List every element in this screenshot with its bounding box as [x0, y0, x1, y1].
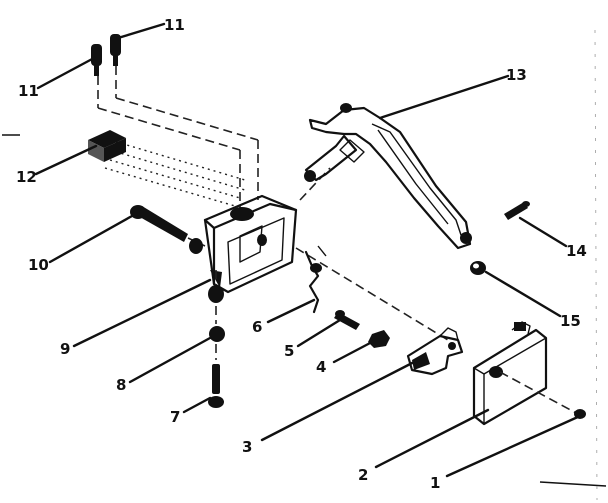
leader-8 — [128, 336, 212, 384]
callout-2: 2 — [358, 466, 368, 484]
assembly-guide-lines — [97, 97, 259, 210]
callout-6: 6 — [252, 318, 262, 336]
part-2-cover-plate — [472, 321, 548, 426]
callout-13: 13 — [506, 66, 527, 84]
callout-4: 4 — [316, 358, 326, 376]
part-10-screw — [130, 205, 188, 242]
leader-15 — [484, 270, 562, 318]
leader-2 — [374, 408, 490, 469]
leader-12 — [34, 144, 98, 176]
leader-5 — [296, 318, 342, 348]
leader-10 — [48, 214, 134, 264]
callout-5: 5 — [284, 342, 294, 360]
part-4-nut — [368, 330, 390, 348]
leader-14 — [518, 216, 568, 248]
edge-mark-bottom — [539, 481, 607, 487]
part-7-bolt — [208, 364, 224, 408]
part-9-nut — [208, 285, 224, 303]
callout-11-right: 11 — [164, 16, 185, 34]
callout-14: 14 — [566, 242, 587, 260]
part-6-spring-clip — [304, 245, 327, 314]
part-11-pins — [91, 34, 121, 76]
leader-11-right — [116, 22, 166, 40]
callout-8: 8 — [116, 376, 126, 394]
bracket-housing — [189, 194, 298, 294]
callout-15: 15 — [560, 312, 581, 330]
leader-1 — [445, 414, 582, 478]
leader-6 — [266, 298, 316, 324]
part-14-pin — [504, 201, 530, 220]
callout-3: 3 — [242, 438, 252, 456]
callout-11-left: 11 — [18, 82, 39, 100]
callout-1: 1 — [430, 474, 440, 492]
axis-to-part-1 — [499, 371, 579, 415]
leader-13 — [378, 74, 510, 120]
part-12-block — [88, 130, 126, 162]
callout-9: 9 — [60, 340, 70, 358]
leader-3 — [260, 358, 420, 442]
part-13-handle-arm — [304, 103, 472, 250]
leader-4 — [332, 340, 374, 364]
part-5-screw — [334, 310, 360, 330]
edge-scan-line — [594, 29, 598, 501]
part-15-bushing — [470, 261, 486, 275]
leader-9 — [72, 278, 212, 348]
part-3-bracket-plate — [406, 327, 464, 376]
callout-12: 12 — [16, 168, 37, 186]
callout-10: 10 — [28, 256, 49, 274]
axis-to-part-3 — [295, 247, 449, 341]
leader-11-left — [36, 56, 96, 90]
leader-7 — [182, 396, 212, 414]
part-8-washer — [209, 326, 225, 342]
callout-7: 7 — [170, 408, 180, 426]
